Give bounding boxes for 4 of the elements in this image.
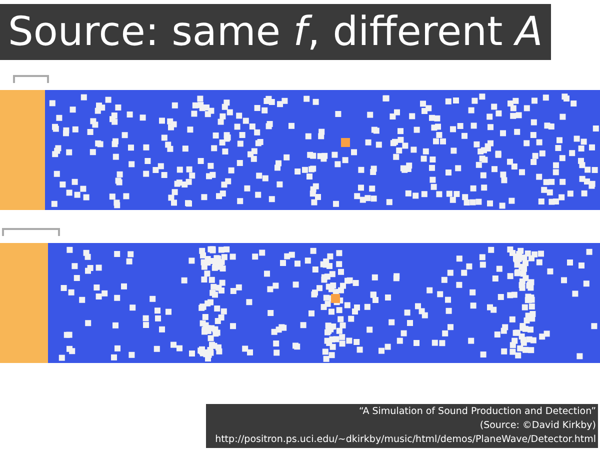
slide-title: Source: same f, different A bbox=[0, 4, 551, 60]
source-url: http://positron.ps.uci.edu/~dkirkby/music/html/demos/PlaneWave/Detector.html bbox=[215, 433, 596, 446]
source-credit: (Source: ©David Kirkby) bbox=[480, 419, 596, 432]
caption-text: “A Simulation of Sound Production and Detection” bbox=[359, 405, 596, 418]
